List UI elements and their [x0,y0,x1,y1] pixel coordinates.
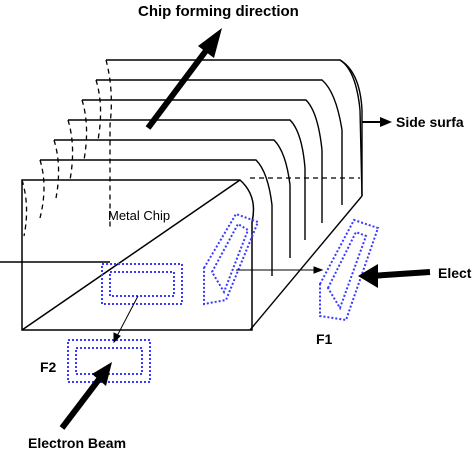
hidden-edges [21,59,360,237]
lamella-3 [82,99,323,151]
f1-window [319,218,380,322]
chip-forming-arrow [145,28,222,130]
side-window [203,212,260,306]
metal-chip-label: Metal Chip [108,208,170,223]
connector-arrows [113,266,324,344]
front-window [101,263,183,305]
chip-right-body [249,59,363,331]
f2-label: F2 [40,359,57,375]
dotted-windows [67,212,380,383]
lamella-2 [96,79,343,131]
side-surface-label: Side surfa [396,114,464,130]
electron-beam-label: Electron Beam [28,435,126,451]
side-surface-arrow [362,117,392,127]
electron-beam-arrow [59,362,112,430]
electron-right-label: Elect [438,265,472,281]
chip-lamellae [40,59,361,206]
electron-arrow-right [358,264,431,288]
chip-forming-direction-label: Chip forming direction [138,3,299,20]
front-face [0,179,255,331]
lamella-6 [40,159,273,206]
f2-window [67,339,151,383]
lamella-1 [106,59,361,111]
f1-label: F1 [316,331,333,347]
lamella-4 [68,119,306,169]
